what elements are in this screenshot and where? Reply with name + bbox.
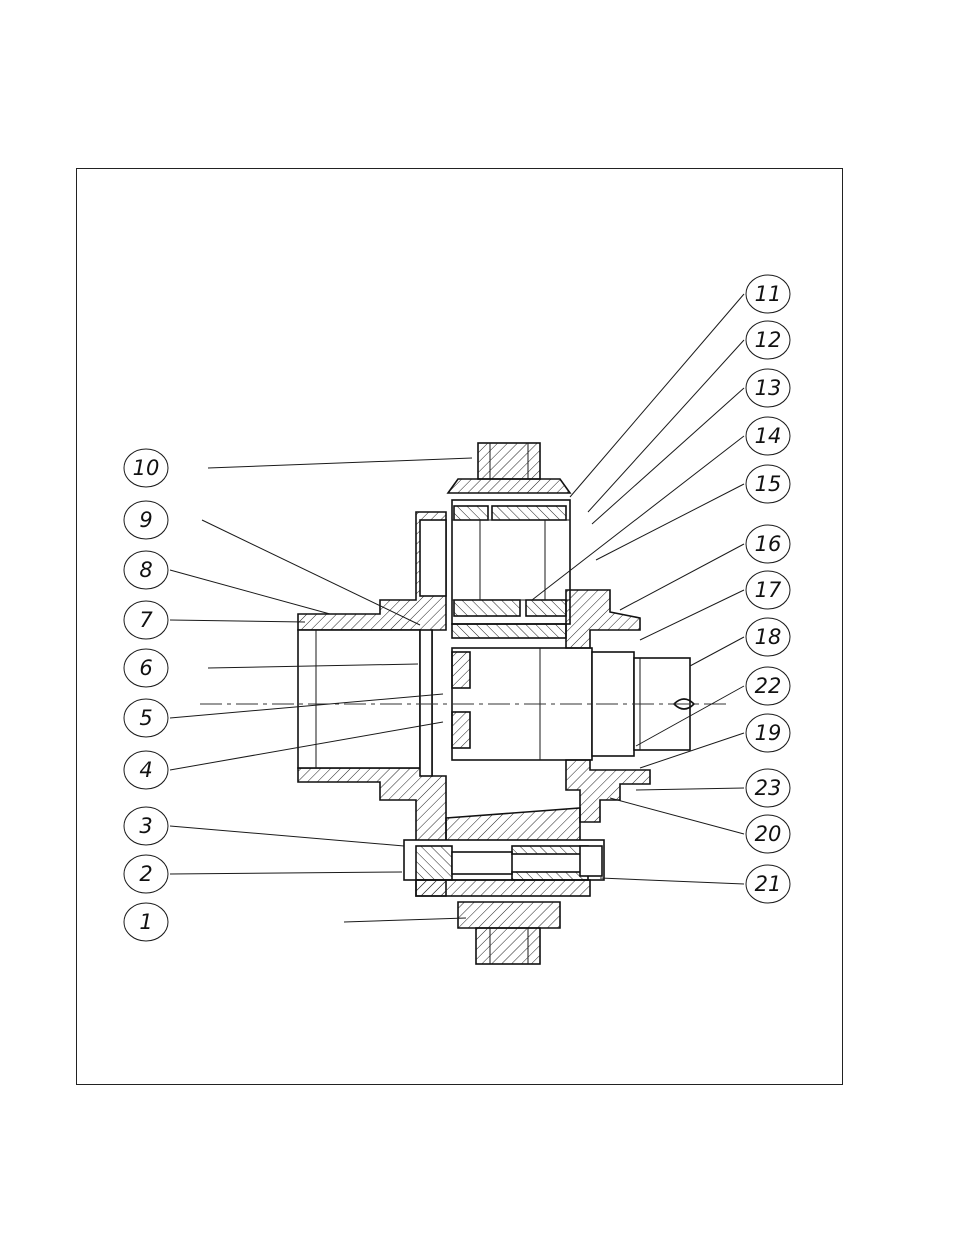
svg-text:7: 7: [139, 608, 153, 632]
balloon-15: 15: [746, 465, 790, 503]
svg-text:9: 9: [139, 508, 152, 532]
svg-text:11: 11: [755, 282, 782, 306]
svg-text:20: 20: [755, 822, 782, 846]
upper-bearing: [452, 500, 570, 624]
balloon-23: 23: [746, 769, 790, 807]
balloon-19: 19: [746, 714, 790, 752]
bottom-gear: [458, 902, 560, 964]
svg-text:14: 14: [755, 424, 782, 448]
svg-text:10: 10: [133, 456, 160, 480]
balloon-6: 6: [124, 649, 168, 687]
balloon-17: 17: [746, 571, 790, 609]
svg-text:16: 16: [755, 532, 782, 556]
svg-text:18: 18: [755, 625, 782, 649]
balloon-21: 21: [746, 865, 790, 903]
svg-text:3: 3: [139, 814, 152, 838]
balloon-4: 4: [124, 751, 168, 789]
balloon-7: 7: [124, 601, 168, 639]
svg-text:23: 23: [755, 776, 782, 800]
balloon-11: 11: [746, 275, 790, 313]
balloon-2: 2: [124, 855, 168, 893]
balloon-16: 16: [746, 525, 790, 563]
balloon-9: 9: [124, 501, 168, 539]
svg-text:2: 2: [139, 862, 152, 886]
balloon-1: 1: [124, 903, 168, 941]
svg-text:1: 1: [139, 910, 152, 934]
svg-text:13: 13: [755, 376, 782, 400]
svg-text:6: 6: [139, 656, 152, 680]
svg-text:8: 8: [139, 558, 152, 582]
svg-text:15: 15: [755, 472, 782, 496]
top-gear: [448, 443, 570, 493]
balloon-5: 5: [124, 699, 168, 737]
balloon-14: 14: [746, 417, 790, 455]
svg-text:17: 17: [755, 578, 782, 602]
balloon-20: 20: [746, 815, 790, 853]
svg-text:12: 12: [755, 328, 782, 352]
svg-text:22: 22: [755, 674, 782, 698]
balloon-8: 8: [124, 551, 168, 589]
balloon-12: 12: [746, 321, 790, 359]
svg-text:4: 4: [139, 758, 152, 782]
balloon-13: 13: [746, 369, 790, 407]
balloon-22: 22: [746, 667, 790, 705]
svg-text:19: 19: [755, 721, 782, 745]
balloon-3: 3: [124, 807, 168, 845]
section-view: [200, 443, 730, 964]
svg-text:5: 5: [139, 706, 152, 730]
svg-text:21: 21: [755, 872, 782, 896]
balloon-18: 18: [746, 618, 790, 656]
balloon-10: 10: [124, 449, 168, 487]
